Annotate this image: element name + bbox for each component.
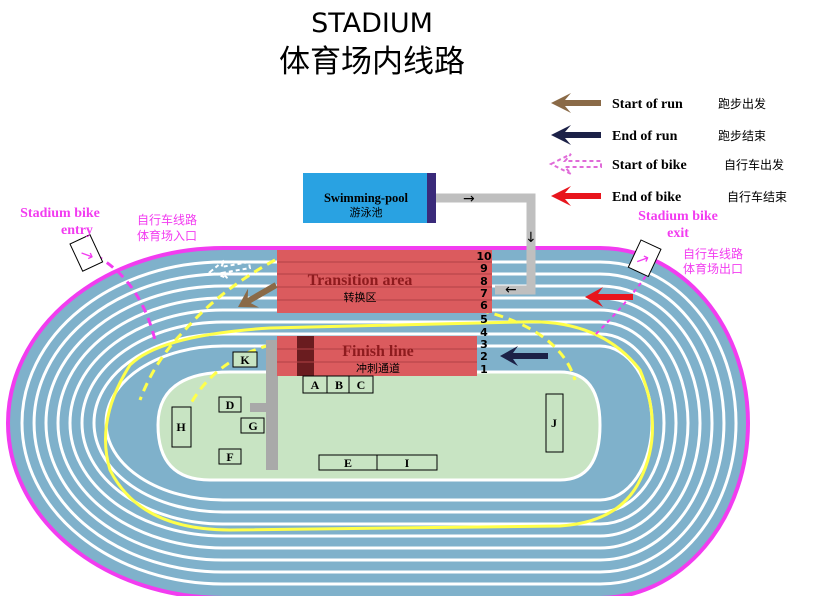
pool-label-zh: 游泳池: [350, 205, 383, 219]
svg-text:6: 6: [480, 299, 488, 312]
bike-entry-label-2: entry: [61, 223, 93, 238]
transition-lane-lines: [277, 261, 492, 301]
lane-numbers: 10 9 8 7 6 5 4 3 2 1: [476, 250, 492, 376]
finish-line-bar: [297, 336, 314, 376]
bike-entry-label-zh-2: 体育场入口: [137, 228, 197, 243]
legend-end-bike-zh: 自行车结束: [727, 189, 787, 204]
bike-exit-label-zh-2: 体育场出口: [683, 261, 743, 276]
finish-label-zh: 冲刺通道: [356, 361, 400, 375]
run-path-inner: [104, 320, 654, 532]
zone-c: C: [357, 378, 366, 392]
page-title: STADIUM: [311, 8, 433, 39]
bike-exit-sign: ↗: [627, 239, 662, 278]
lane-lines: [20, 260, 738, 586]
zone-k: K: [240, 353, 250, 367]
down-arrow-icon: ↓: [525, 230, 537, 246]
legend-end-run: End of run: [612, 129, 678, 144]
zone-j: J: [551, 416, 557, 430]
bike-entry-label-1: Stadium bike: [20, 206, 100, 221]
grey-passage: [266, 340, 278, 470]
legend-end-run-zh: 跑步结束: [718, 129, 766, 143]
svg-text:1: 1: [480, 363, 488, 376]
transition-area: [277, 250, 492, 313]
brown-arrow-icon: [551, 93, 601, 113]
zone-f: F: [226, 450, 233, 464]
bike-entry-sign: ↘: [69, 234, 104, 272]
zone-labels: K A B C D G H F E I J: [176, 353, 557, 470]
legend-arrows: [548, 93, 602, 206]
zone-i: I: [405, 456, 410, 470]
svg-text:8: 8: [480, 275, 488, 288]
svg-text:7: 7: [480, 287, 488, 300]
zone-e: E: [344, 456, 352, 470]
swimming-pool: [303, 173, 427, 223]
pool-path: [433, 193, 536, 295]
zone-h: H: [176, 420, 186, 434]
bike-entry-label-zh-1: 自行车线路: [137, 212, 197, 227]
legend-start-bike: Start of bike: [612, 158, 687, 173]
pool-edge: [427, 173, 436, 223]
start-bike-arrow-icon: [207, 259, 252, 280]
legend-start-run-zh: 跑步出发: [718, 96, 766, 111]
bike-exit-label-1: Stadium bike: [638, 209, 718, 224]
bike-exit-path: [594, 269, 651, 336]
bike-exit-label-2: exit: [667, 226, 689, 241]
legend-end-bike: End of bike: [612, 190, 681, 205]
legend-start-run: Start of run: [612, 97, 683, 112]
legend: Start of run 跑步出发 End of run 跑步结束 Start …: [612, 96, 787, 205]
pool-label: Swimming-pool: [324, 191, 409, 205]
transition-label: Transition area: [308, 272, 413, 289]
svg-text:5: 5: [480, 313, 488, 326]
zone-boxes: [171, 351, 564, 471]
svg-text:2: 2: [480, 350, 488, 363]
svg-text:9: 9: [480, 262, 488, 275]
pink-dashed-arrow-icon: [548, 153, 602, 175]
red-arrow-icon: [551, 186, 601, 206]
left-arrow-icon: ←: [505, 282, 517, 298]
navy-arrow-icon: [551, 125, 601, 145]
svg-text:10: 10: [476, 250, 492, 263]
run-path-dashed-2: [479, 308, 577, 381]
legend-start-bike-zh: 自行车出发: [724, 157, 784, 172]
grey-passage-arm: [250, 403, 268, 412]
zone-a: A: [311, 378, 320, 392]
run-path-dashed: [138, 258, 276, 401]
finish-label: Finish line: [342, 343, 414, 360]
svg-text:4: 4: [480, 326, 488, 339]
end-run-arrow-icon: [500, 346, 548, 366]
svg-text:3: 3: [480, 338, 488, 351]
end-bike-arrow-icon: [585, 287, 633, 307]
bike-exit-label-zh-1: 自行车线路: [683, 246, 743, 261]
transition-label-zh: 转换区: [344, 290, 377, 304]
zone-g: G: [248, 419, 257, 433]
finish-lane-lines: [277, 348, 477, 363]
right-arrow-icon: →: [463, 191, 475, 207]
zone-d: D: [226, 398, 235, 412]
zone-b: B: [335, 378, 343, 392]
page-subtitle: 体育场内线路: [279, 44, 465, 80]
run-path-dashed-3: [188, 343, 271, 406]
start-run-arrow-icon: [238, 282, 278, 308]
